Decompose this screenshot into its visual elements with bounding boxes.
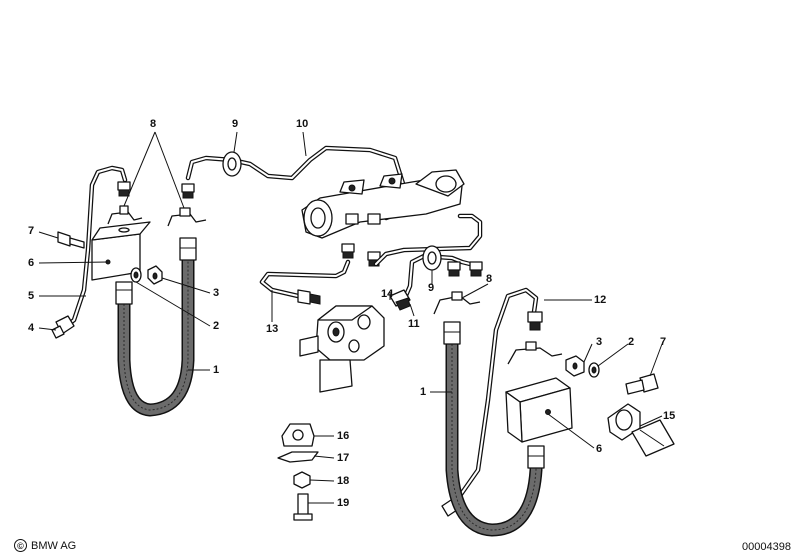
brake-pipe-14 [373,213,483,267]
callout-19: 19 [337,497,350,509]
callout-7-left: 7 [28,225,35,237]
callout-17: 17 [337,452,350,464]
callout-2-left: 2 [213,320,220,332]
callout-3-right: 3 [596,336,603,348]
callout-18: 18 [337,475,350,487]
brake-hose-1-right [443,321,545,537]
spring-clip-17 [277,451,319,463]
clip-16 [281,423,315,447]
bolt-19 [293,493,313,521]
brand-name: BMW AG [31,539,77,552]
document-number: 00004398 [742,541,791,553]
grommet-9-top [222,151,242,177]
callout-leaders [38,131,663,504]
copyright-icon: © [14,539,27,552]
pipe-fitting-left-mid [181,183,195,199]
bracket-6-right [505,377,573,443]
callout-12: 12 [594,294,607,306]
callout-1-right: 1 [420,386,427,398]
callout-2-right: 2 [628,336,635,348]
nut-3-left [147,265,163,285]
callout-14: 14 [381,288,394,300]
brake-pipe-left [61,165,128,331]
callout-10: 10 [296,118,309,130]
callout-6-right: 6 [596,443,603,455]
callout-8-left: 8 [150,118,157,130]
pipe-clamp-8-right-lower [507,341,563,365]
callout-4: 4 [28,322,35,334]
grommet-9-right [422,245,442,271]
washer-2-right [588,362,600,378]
union-bolt-4 [51,315,75,339]
clip-15 [607,403,675,457]
brake-hose-1-left [115,237,197,417]
bolt-7 [57,231,85,249]
nut-3-right [565,355,585,377]
callout-16: 16 [337,430,350,442]
callout-8-right: 8 [486,273,493,285]
pipe-clamp-8-right [433,291,481,315]
pipe-fitting-12 [527,311,543,331]
pipe-fitting-left-top [117,181,131,197]
pipe-fitting-11 [389,289,411,311]
copyright-notice: © BMW AG [14,539,76,552]
pipe-clamp-8-left [107,205,207,227]
callout-7-right: 7 [660,336,667,348]
brake-pipe-12 [447,287,539,513]
callout-13: 13 [266,323,279,335]
callout-15: 15 [663,410,676,422]
bolt-7-right [625,373,659,395]
master-cylinder [301,169,465,239]
callout-5: 5 [28,290,35,302]
callout-9-top: 9 [232,118,239,130]
bracket-6-left [91,221,151,281]
pipe-fitting-right-b [469,261,483,277]
callout-1-left: 1 [213,364,220,376]
pipe-fitting-right-a [447,261,461,277]
washer-2-left [130,267,142,283]
brake-pressure-regulator [299,305,385,393]
callout-3-left: 3 [213,287,220,299]
callout-6-left: 6 [28,257,35,269]
nut-18 [293,471,311,489]
pipe-fitting-13 [297,289,321,305]
callout-9-right: 9 [428,282,435,294]
pipe-fitting-master-left [341,243,355,259]
callout-11: 11 [408,318,420,330]
